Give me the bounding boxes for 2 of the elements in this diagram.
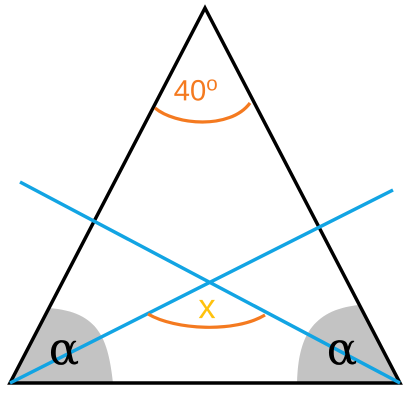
angle-label: 40$^{o}$ <box>174 79 217 101</box>
angle-label: x <box>198 300 216 318</box>
